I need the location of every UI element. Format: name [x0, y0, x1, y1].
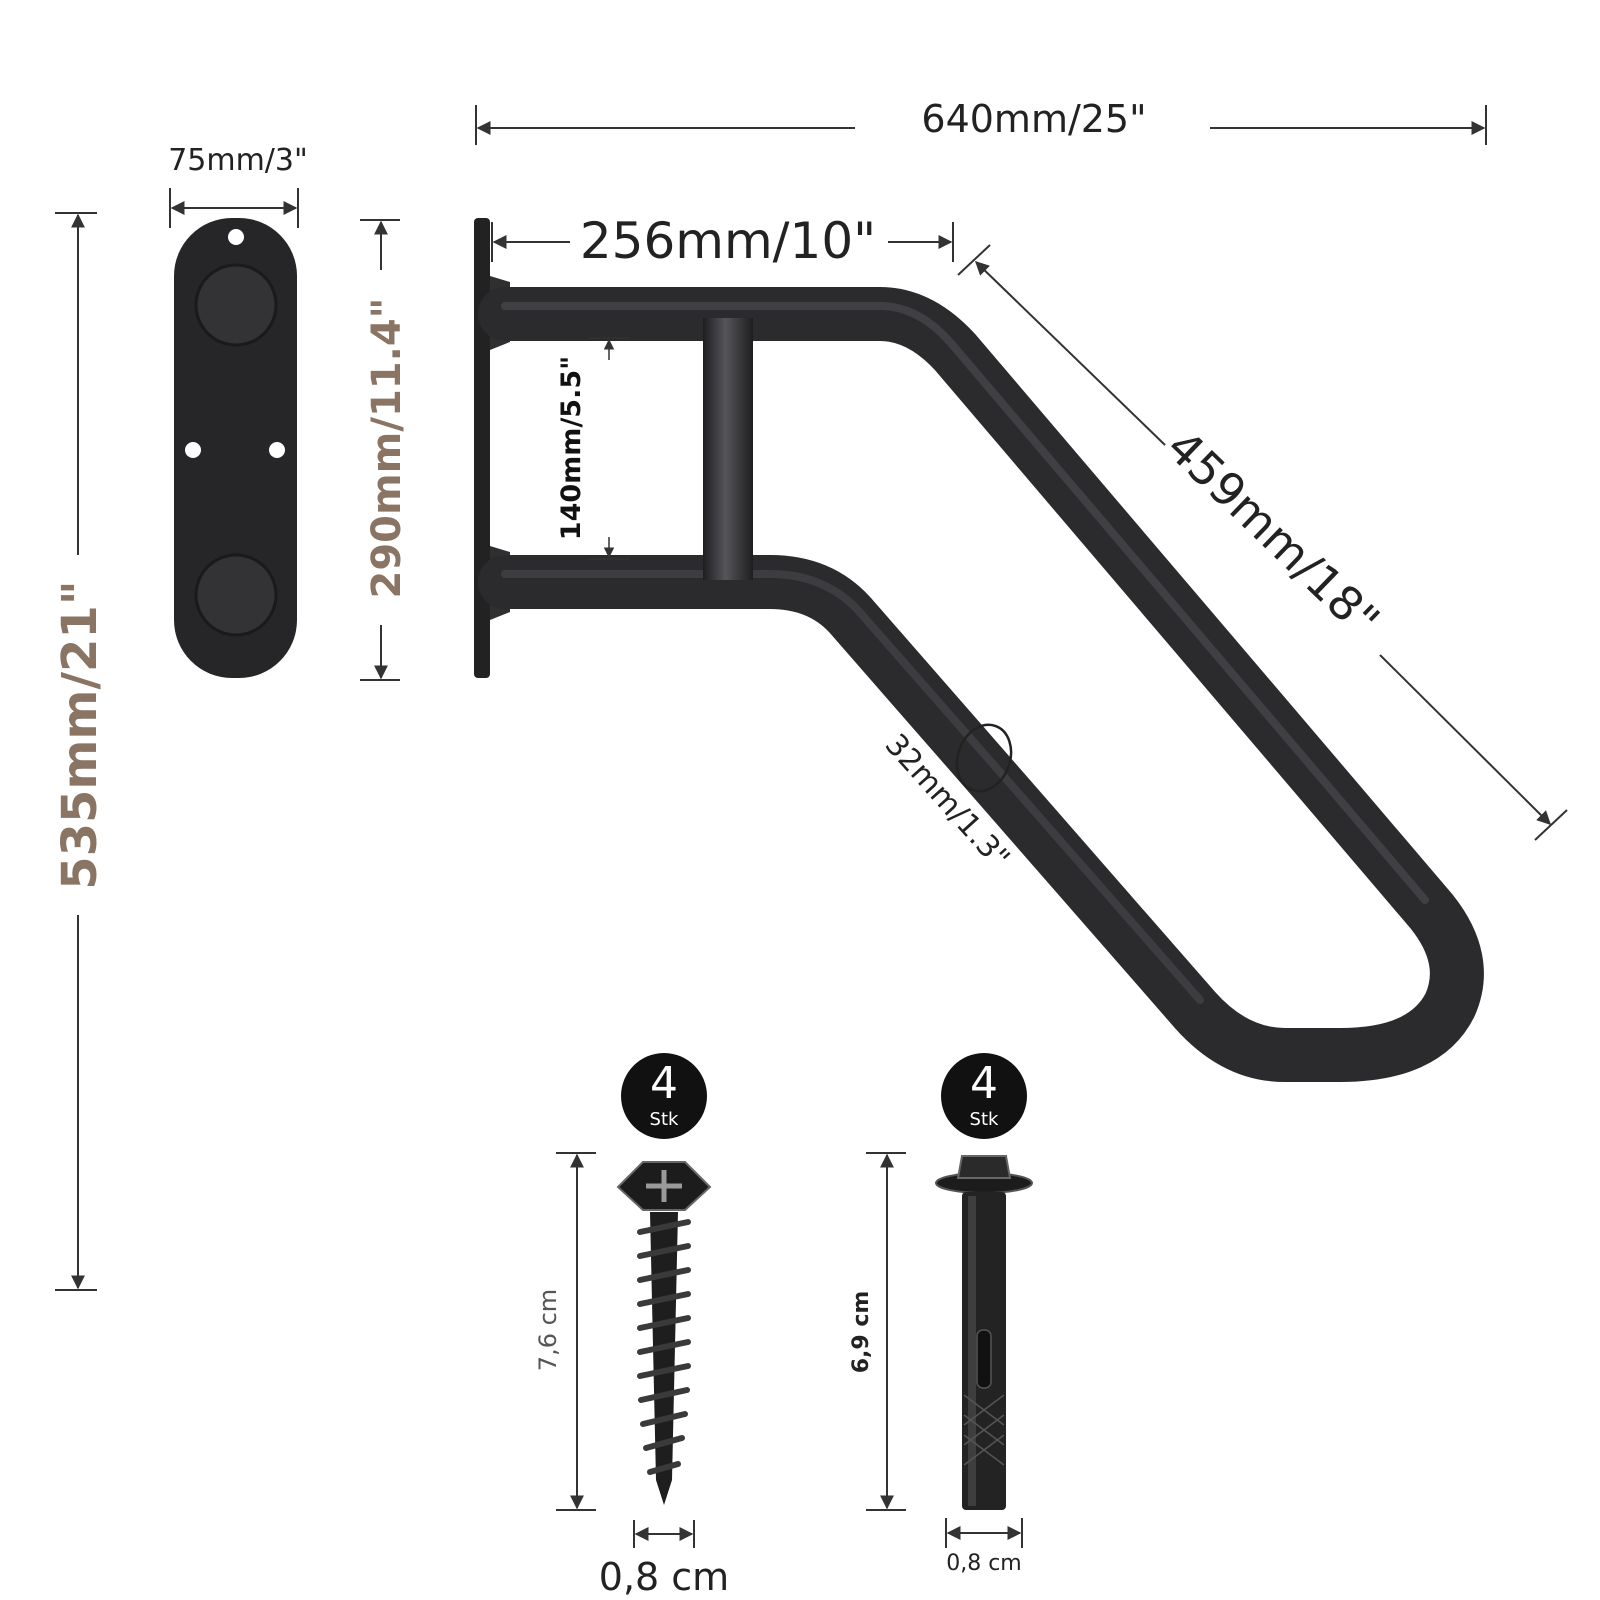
- screw-length-dimension: [556, 1152, 596, 1511]
- arm-spacing-dimension: [588, 337, 630, 560]
- expansion-anchor-bolt-icon: [935, 1155, 1033, 1510]
- plate-height-label: 290mm/11.4": [364, 298, 410, 599]
- diagonal-dimension: [957, 244, 1568, 841]
- tube-diameter-marker: [955, 723, 1013, 793]
- plate-hole-top: [228, 229, 244, 245]
- wall-flange: [474, 218, 490, 678]
- anchor-length-label: 6,9 cm: [849, 1291, 874, 1374]
- screw-diameter-dimension: [633, 1520, 695, 1548]
- total-height-dimension: [55, 212, 97, 1291]
- overall-width-dimension: [475, 105, 1487, 145]
- screw-diameter-label: 0,8 cm: [599, 1555, 729, 1599]
- plate-width-dimension: [169, 188, 299, 228]
- plate-width-label: 75mm/3": [168, 143, 308, 178]
- overall-width-label: 640mm/25": [921, 97, 1146, 141]
- anchor-diameter-dimension: [945, 1518, 1023, 1548]
- plate-hole-right: [269, 442, 285, 458]
- anchor-quantity-unit: Stk: [970, 1109, 999, 1130]
- wood-screw-icon: [616, 1161, 712, 1505]
- screw-quantity-badge: [621, 1053, 707, 1139]
- anchor-quantity: 4: [970, 1058, 998, 1109]
- anchor-length-dimension: [866, 1152, 906, 1511]
- upper-rail-highlight: [501, 302, 1429, 904]
- screw-quantity-unit: Stk: [650, 1109, 679, 1130]
- top-arm-label: 256mm/10": [580, 212, 876, 270]
- front-view: 640mm/25" 256mm/10" 290mm/11.4": [360, 97, 1568, 1082]
- lower-rail-highlight: [501, 570, 1204, 1004]
- screw-length-label: 7,6 cm: [534, 1289, 562, 1371]
- upper-rail-tube: [478, 287, 1484, 1082]
- anchor-group: 4 Stk 6,9 cm: [849, 1053, 1033, 1576]
- vertical-brace: [703, 318, 753, 580]
- total-height-label: 535mm/21": [52, 580, 108, 890]
- anchor-diameter-label: 0,8 cm: [946, 1551, 1022, 1576]
- top-arm-dimension: [491, 222, 954, 262]
- anchor-quantity-badge: [941, 1053, 1027, 1139]
- screw-quantity: 4: [650, 1058, 678, 1109]
- plate-height-dimension: [360, 219, 400, 681]
- screw-group: 4 Stk 7,6 cm: [534, 1053, 729, 1599]
- plate-hole-left: [185, 442, 201, 458]
- side-view: 535mm/21" 75mm/3": [52, 143, 308, 1291]
- arm-spacing-label: 140mm/5.5": [556, 356, 587, 540]
